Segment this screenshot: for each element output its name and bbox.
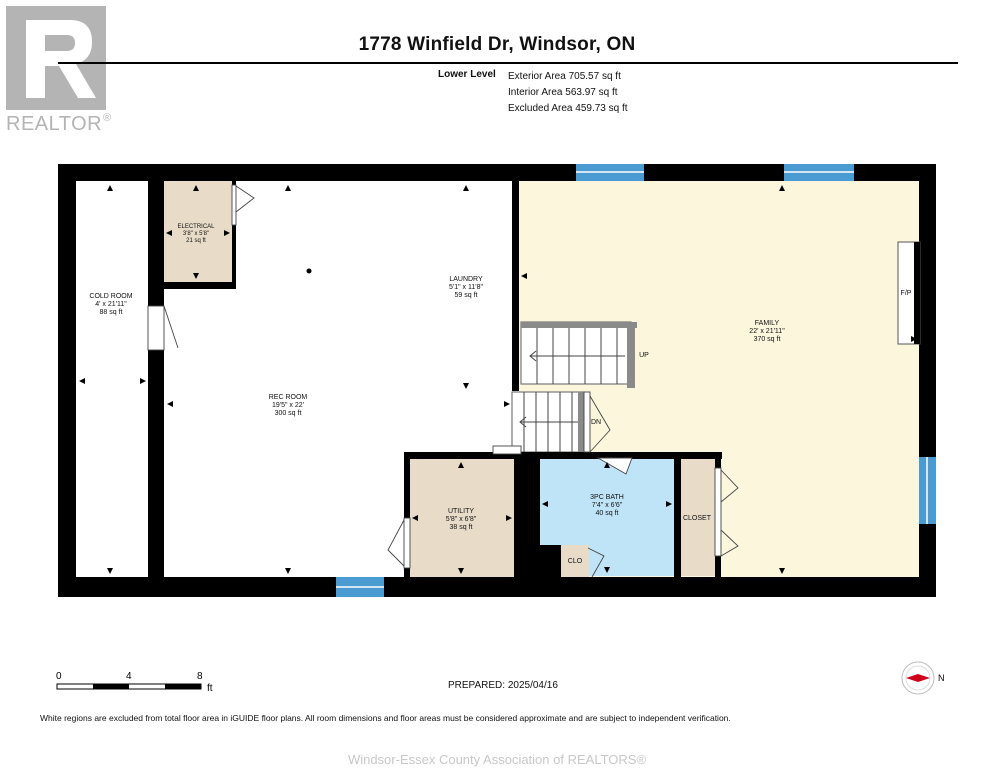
level-label: Lower Level <box>438 69 496 80</box>
svg-text:40 sq ft: 40 sq ft <box>596 510 619 517</box>
clo-fill <box>561 545 589 577</box>
disclaimer: White regions are excluded from total fl… <box>40 713 731 723</box>
svg-text:38 sq ft: 38 sq ft <box>450 524 473 531</box>
footer-watermark: Windsor-Essex County Association of REAL… <box>347 752 647 767</box>
ceiling-fixture-icon <box>306 268 312 274</box>
svg-text:4' x 21'11": 4' x 21'11" <box>95 301 127 308</box>
svg-text:5'8" x 6'8": 5'8" x 6'8" <box>446 516 477 523</box>
prepared-date: PREPARED: 2025/04/16 <box>448 680 558 691</box>
stairs-down <box>511 391 586 453</box>
svg-text:UTILITY: UTILITY <box>448 508 474 515</box>
svg-text:3PC BATH: 3PC BATH <box>590 494 624 501</box>
realtor-logo: REALTOR ® <box>6 6 111 134</box>
svg-text:FAMILY: FAMILY <box>755 320 780 327</box>
realtor-logo-text: REALTOR <box>6 113 102 134</box>
svg-text:3'8" x 5'8": 3'8" x 5'8" <box>183 231 209 237</box>
room-label-electrical: ELECTRICAL 3'8" x 5'8" 21 sq ft <box>177 224 215 244</box>
room-label-cold-room: COLD ROOM 4' x 21'11" 88 sq ft <box>89 293 132 316</box>
exterior-area: Exterior Area 705.57 sq ft <box>508 71 621 82</box>
windows <box>336 164 936 597</box>
page-title: 1778 Winfield Dr, Windsor, ON <box>358 34 636 55</box>
svg-text:5'1" x 11'8": 5'1" x 11'8" <box>449 284 483 291</box>
svg-text:COLD ROOM: COLD ROOM <box>89 293 132 300</box>
interior-area: Interior Area 563.97 sq ft <box>508 87 618 98</box>
svg-text:21 sq ft: 21 sq ft <box>186 238 206 244</box>
stairs-down-label: DN <box>591 419 601 426</box>
clo-label: CLO <box>568 558 583 565</box>
room-label-family: FAMILY 22' x 21'11" 370 sq ft <box>749 320 785 343</box>
svg-text:7'4" x 6'6": 7'4" x 6'6" <box>592 502 623 509</box>
svg-text:300 sq ft: 300 sq ft <box>275 410 302 417</box>
north-compass-icon: N <box>901 661 945 695</box>
svg-text:ELECTRICAL: ELECTRICAL <box>177 224 215 230</box>
closet-fill <box>681 458 715 576</box>
scale-tick-8: 8 <box>197 671 203 682</box>
closet-label: CLOSET <box>683 515 712 522</box>
scale-tick-0: 0 <box>56 671 62 682</box>
svg-text:88 sq ft: 88 sq ft <box>100 309 123 316</box>
scale-tick-4: 4 <box>126 671 132 682</box>
fireplace-icon <box>897 241 921 345</box>
electrical-fill <box>164 181 232 282</box>
svg-text:59 sq ft: 59 sq ft <box>455 292 478 299</box>
utility-fill <box>410 458 514 578</box>
svg-text:LAUNDRY: LAUNDRY <box>449 276 483 283</box>
stairs-up-label: UP <box>639 352 649 359</box>
fireplace-label: F/P <box>901 290 912 297</box>
realtor-logo-registered: ® <box>103 112 111 124</box>
title-divider <box>58 62 958 64</box>
scale-unit: ft <box>207 683 213 694</box>
svg-text:19'5" x 22': 19'5" x 22' <box>272 402 304 409</box>
room-label-laundry: LAUNDRY 5'1" x 11'8" 59 sq ft <box>449 276 483 299</box>
stairs-up <box>520 321 637 388</box>
svg-text:22' x 21'11": 22' x 21'11" <box>749 328 785 335</box>
room-label-utility: UTILITY 5'8" x 6'8" 38 sq ft <box>446 508 477 531</box>
svg-text:REC ROOM: REC ROOM <box>269 394 308 401</box>
scale-bar: 0 4 8 ft <box>56 671 213 694</box>
compass-label: N <box>938 673 945 683</box>
doors <box>147 184 739 578</box>
area-summary: Exterior Area 705.57 sq ft Interior Area… <box>508 69 628 117</box>
room-label-rec-room: REC ROOM 19'5" x 22' 300 sq ft <box>269 394 308 417</box>
svg-text:370 sq ft: 370 sq ft <box>754 336 781 343</box>
room-label-bath: 3PC BATH 7'4" x 6'6" 40 sq ft <box>590 494 624 517</box>
dimension-arrows <box>79 185 917 574</box>
excluded-area: Excluded Area 459.73 sq ft <box>508 103 628 114</box>
